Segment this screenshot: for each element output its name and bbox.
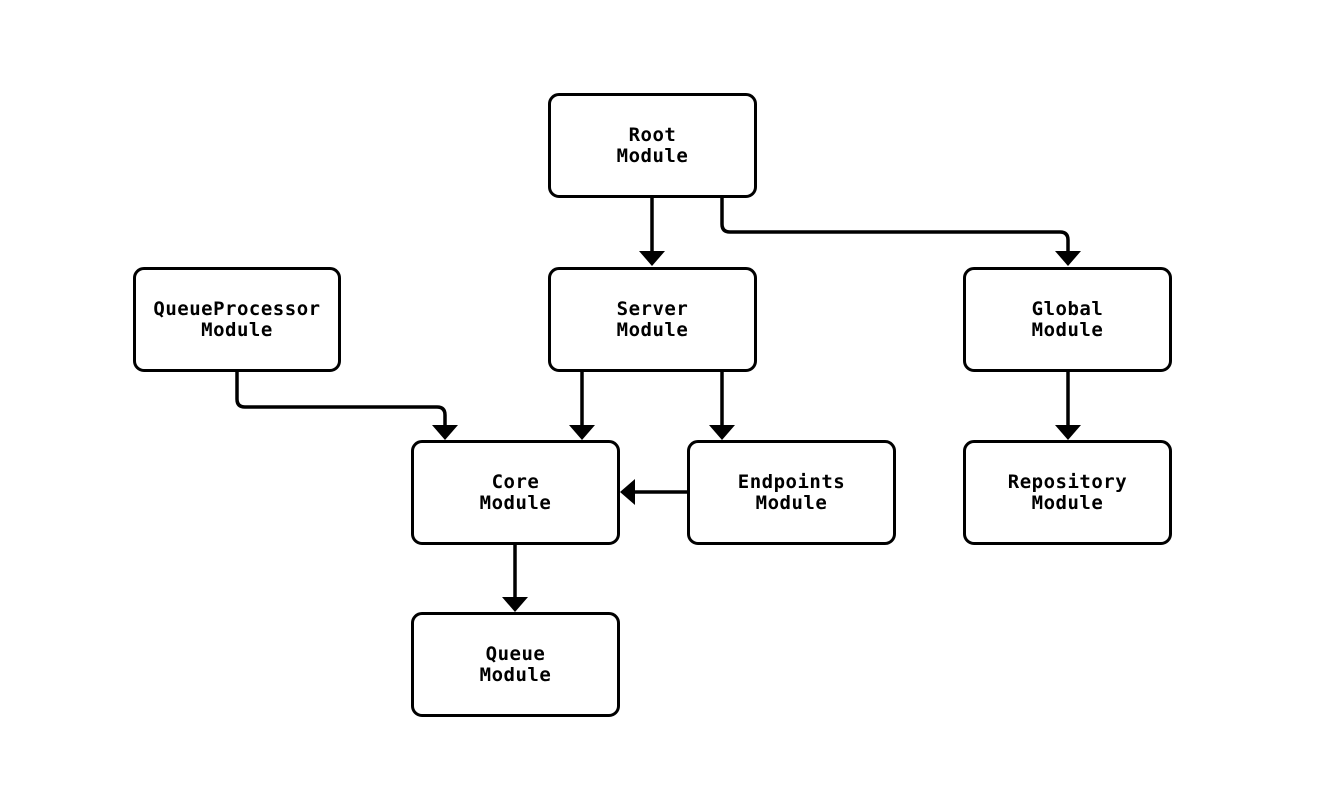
node-queueprocessor-module: QueueProcessor Module <box>133 267 341 372</box>
node-endpoints-module-label: Endpoints Module <box>737 470 846 514</box>
arrowhead-server-to-core <box>569 425 595 440</box>
node-queue-module-label: Queue Module <box>479 642 552 686</box>
arrowhead-root-to-global <box>1055 251 1081 266</box>
arrowhead-core-to-queue <box>502 597 528 612</box>
arrowhead-endpoints-to-core <box>620 479 635 505</box>
node-endpoints-module: Endpoints Module <box>687 440 896 545</box>
node-server-module-label: Server Module <box>616 297 689 341</box>
node-global-module: Global Module <box>963 267 1172 372</box>
node-repository-module-label: Repository Module <box>1007 470 1128 514</box>
edge-root-to-global <box>720 198 1070 253</box>
edge-queueprocessor-to-core <box>235 372 447 427</box>
node-core-module-label: Core Module <box>479 470 552 514</box>
arrowhead-server-to-endpoints <box>709 425 735 440</box>
node-core-module: Core Module <box>411 440 620 545</box>
arrowhead-root-to-server <box>639 251 665 266</box>
node-global-module-label: Global Module <box>1031 297 1104 341</box>
node-repository-module: Repository Module <box>963 440 1172 545</box>
node-server-module: Server Module <box>548 267 757 372</box>
arrowhead-global-to-repository <box>1055 425 1081 440</box>
node-root-module: Root Module <box>548 93 757 198</box>
node-queueprocessor-module-label: QueueProcessor Module <box>153 297 321 341</box>
node-root-module-label: Root Module <box>616 123 689 167</box>
node-queue-module: Queue Module <box>411 612 620 717</box>
arrowhead-queueprocessor-to-core <box>432 425 458 440</box>
